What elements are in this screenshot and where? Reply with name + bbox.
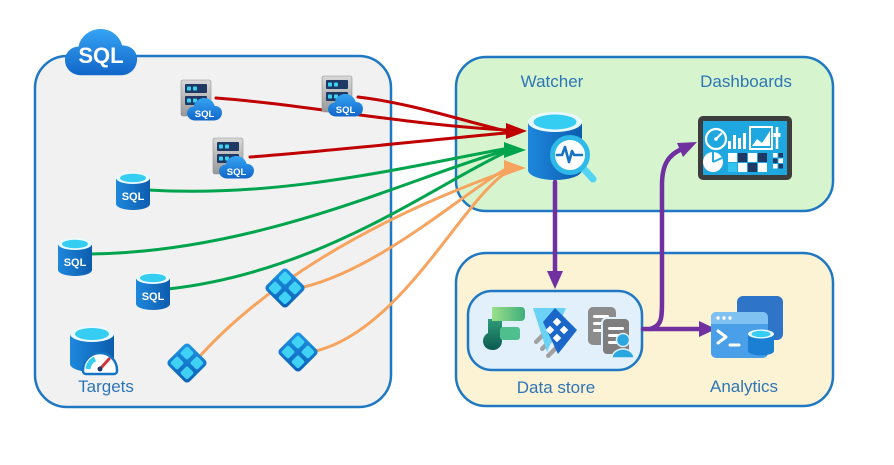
dashboards-label: Dashboards xyxy=(700,72,792,91)
sql-server-arc-icon: SQL xyxy=(322,76,363,116)
green-arrows xyxy=(88,142,526,291)
slider-icon xyxy=(773,127,781,149)
watcher-icon xyxy=(528,112,597,183)
arrow-datastore-to-dashboards xyxy=(647,146,685,332)
sql-cloud-icon: SQL xyxy=(65,29,138,76)
svg-text:SQL: SQL xyxy=(142,291,165,303)
red-arrowhead-icon xyxy=(506,123,527,139)
targets-panel xyxy=(33,54,393,409)
pie-chart-icon xyxy=(703,152,723,172)
analytics-icon xyxy=(711,296,783,358)
svg-text:SQL: SQL xyxy=(64,257,87,269)
sql-server-arc-icon: SQL xyxy=(213,138,254,178)
green-arrowhead-icon xyxy=(504,142,526,158)
line-chart-icon xyxy=(749,126,773,150)
orange-arrows xyxy=(198,160,526,358)
sql-database-icon: SQL xyxy=(136,272,170,310)
svg-text:SQL: SQL xyxy=(122,191,145,203)
svg-text:SQL: SQL xyxy=(78,43,123,68)
purple-arrows xyxy=(547,142,716,337)
sql-database-icon: SQL xyxy=(58,238,92,276)
person-icon xyxy=(611,332,635,359)
magnifier-icon xyxy=(550,135,597,183)
elastic-pool-icon xyxy=(70,326,119,376)
purple-arrowhead-upright-icon xyxy=(677,142,697,157)
svg-text:SQL: SQL xyxy=(195,109,215,120)
targets-label: Targets xyxy=(78,377,134,396)
prompt-chevron-icon xyxy=(716,329,728,345)
sql-database-icon: SQL xyxy=(116,172,150,210)
data-store-label: Data store xyxy=(517,378,595,397)
sql-server-arc-icon: SQL xyxy=(181,80,222,120)
svg-text:SQL: SQL xyxy=(227,167,247,178)
mini-grid-icon xyxy=(773,153,783,169)
analytics-label: Analytics xyxy=(710,377,778,396)
database-cylinder-icon xyxy=(748,329,774,356)
purple-arrowhead-down-icon xyxy=(547,271,563,289)
data-explorer-icon xyxy=(533,308,577,359)
logs-documents-icon xyxy=(588,307,635,359)
gauge-icon xyxy=(81,351,119,376)
tile-grid-icon xyxy=(728,153,767,172)
watcher-label: Watcher xyxy=(521,72,584,91)
bar-chart-icon xyxy=(728,133,746,149)
purple-arrowhead-right-icon xyxy=(699,321,716,337)
orange-arrowhead-icon xyxy=(504,160,526,176)
dashboards-icon xyxy=(698,116,792,180)
fabric-icon xyxy=(483,307,525,351)
gauge-chart-icon xyxy=(704,127,728,151)
svg-text:SQL: SQL xyxy=(336,105,356,116)
